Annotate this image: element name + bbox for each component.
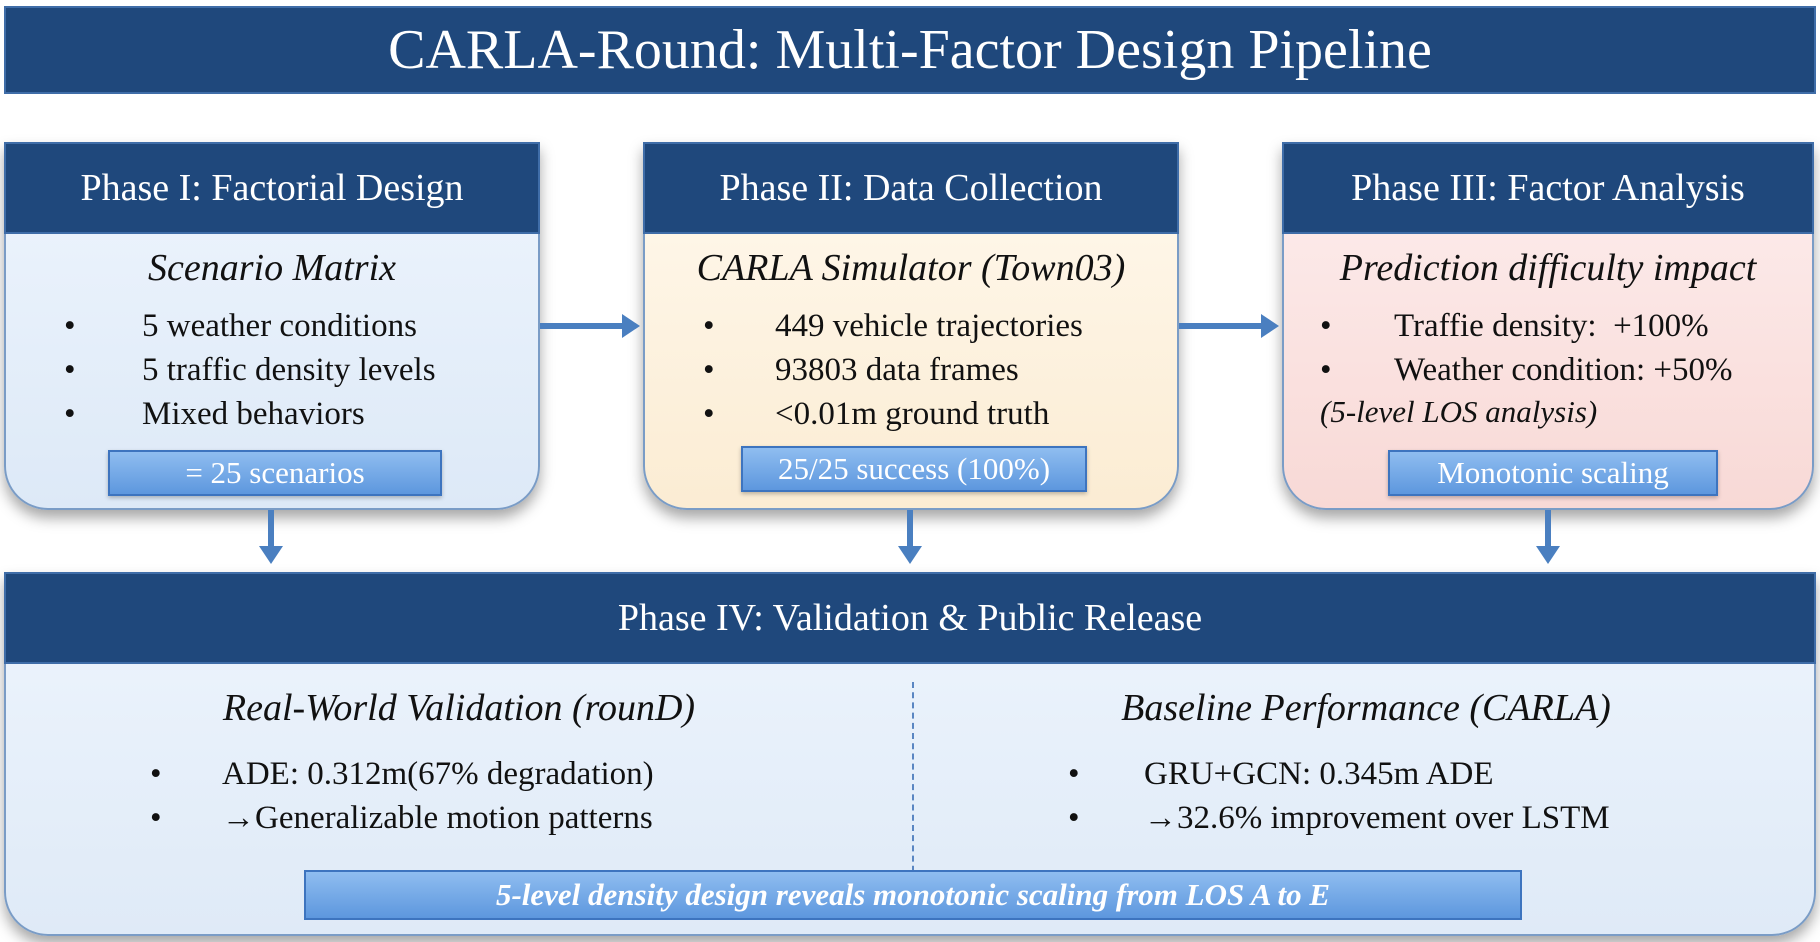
phase-3-title: Phase III: Factor Analysis bbox=[1282, 142, 1814, 234]
bullet-glyph: • bbox=[64, 352, 76, 388]
arrow-phase3-to-phase4 bbox=[1536, 510, 1560, 564]
phase-1-box: Phase I: Factorial Design Scenario Matri… bbox=[4, 142, 540, 510]
list-item: •Weather condition: +50% bbox=[1320, 348, 1733, 392]
phase-3-bullets: •Traffie density: +100% •Weather conditi… bbox=[1320, 304, 1733, 392]
list-item: •449 vehicle trajectories bbox=[703, 304, 1083, 348]
bullet-glyph: • bbox=[64, 308, 76, 344]
phase-3-subtitle: Prediction difficulty impact bbox=[1339, 247, 1757, 289]
baseline-bullets: •GRU+GCN: 0.345m ADE •→32.6% improvement… bbox=[1068, 752, 1610, 840]
list-item: •5 weather conditions bbox=[64, 304, 436, 348]
list-item: •<0.01m ground truth bbox=[703, 392, 1083, 436]
phase-1-title: Phase I: Factorial Design bbox=[4, 142, 540, 234]
list-item: •GRU+GCN: 0.345m ADE bbox=[1068, 752, 1610, 796]
phase-1-subtitle: Scenario Matrix bbox=[147, 247, 396, 289]
list-item: •5 traffic density levels bbox=[64, 348, 436, 392]
phase-4-box: Phase IV: Validation & Public Release Re… bbox=[4, 572, 1816, 936]
list-item: •→Generalizable motion patterns bbox=[150, 796, 654, 840]
bullet-glyph: • bbox=[703, 396, 715, 432]
arrow-phase1-to-phase4 bbox=[259, 510, 283, 564]
pipeline-title: CARLA-Round: Multi-Factor Design Pipelin… bbox=[4, 6, 1816, 94]
bullet-glyph: • bbox=[1068, 800, 1080, 836]
bullet-glyph: • bbox=[1320, 308, 1332, 344]
validation-subtitle: Real-World Validation (rounD) bbox=[222, 687, 696, 729]
column-divider bbox=[912, 682, 914, 882]
phase-3-note: (5-level LOS analysis) bbox=[1320, 394, 1598, 429]
bullet-glyph: • bbox=[703, 352, 715, 388]
baseline-subtitle: Baseline Performance (CARLA) bbox=[1121, 687, 1611, 729]
list-item: •Mixed behaviors bbox=[64, 392, 436, 436]
arrow-phase2-to-phase4 bbox=[898, 510, 922, 564]
phase-2-title: Phase II: Data Collection bbox=[643, 142, 1179, 234]
phase-4-title: Phase IV: Validation & Public Release bbox=[4, 572, 1816, 664]
phase-2-box: Phase II: Data Collection CARLA Simulato… bbox=[643, 142, 1179, 510]
phase-3-result-pill: Monotonic scaling bbox=[1388, 450, 1718, 496]
phase-1-result-pill: = 25 scenarios bbox=[108, 450, 442, 496]
list-item: •ADE: 0.312m(67% degradation) bbox=[150, 752, 654, 796]
list-item: •93803 data frames bbox=[703, 348, 1083, 392]
bullet-glyph: • bbox=[150, 756, 162, 792]
bullet-glyph: • bbox=[703, 308, 715, 344]
bullet-glyph: • bbox=[150, 800, 162, 836]
phase-2-bullets: •449 vehicle trajectories •93803 data fr… bbox=[703, 304, 1083, 436]
list-item: •→32.6% improvement over LSTM bbox=[1068, 796, 1610, 840]
phase-2-subtitle: CARLA Simulator (Town03) bbox=[696, 247, 1126, 289]
phase-2-result-pill: 25/25 success (100%) bbox=[741, 446, 1087, 492]
phase-3-box: Phase III: Factor Analysis Prediction di… bbox=[1282, 142, 1814, 510]
bullet-glyph: • bbox=[1068, 756, 1080, 792]
bullet-glyph: • bbox=[1320, 352, 1332, 388]
arrow-phase1-to-phase2 bbox=[540, 314, 640, 338]
conclusion-banner: 5-level density design reveals monotonic… bbox=[304, 870, 1522, 920]
bullet-glyph: • bbox=[64, 396, 76, 432]
list-item: •Traffie density: +100% bbox=[1320, 304, 1733, 348]
validation-bullets: •ADE: 0.312m(67% degradation) •→Generali… bbox=[150, 752, 654, 840]
arrow-phase2-to-phase3 bbox=[1179, 314, 1279, 338]
phase-1-bullets: •5 weather conditions •5 traffic density… bbox=[64, 304, 436, 436]
